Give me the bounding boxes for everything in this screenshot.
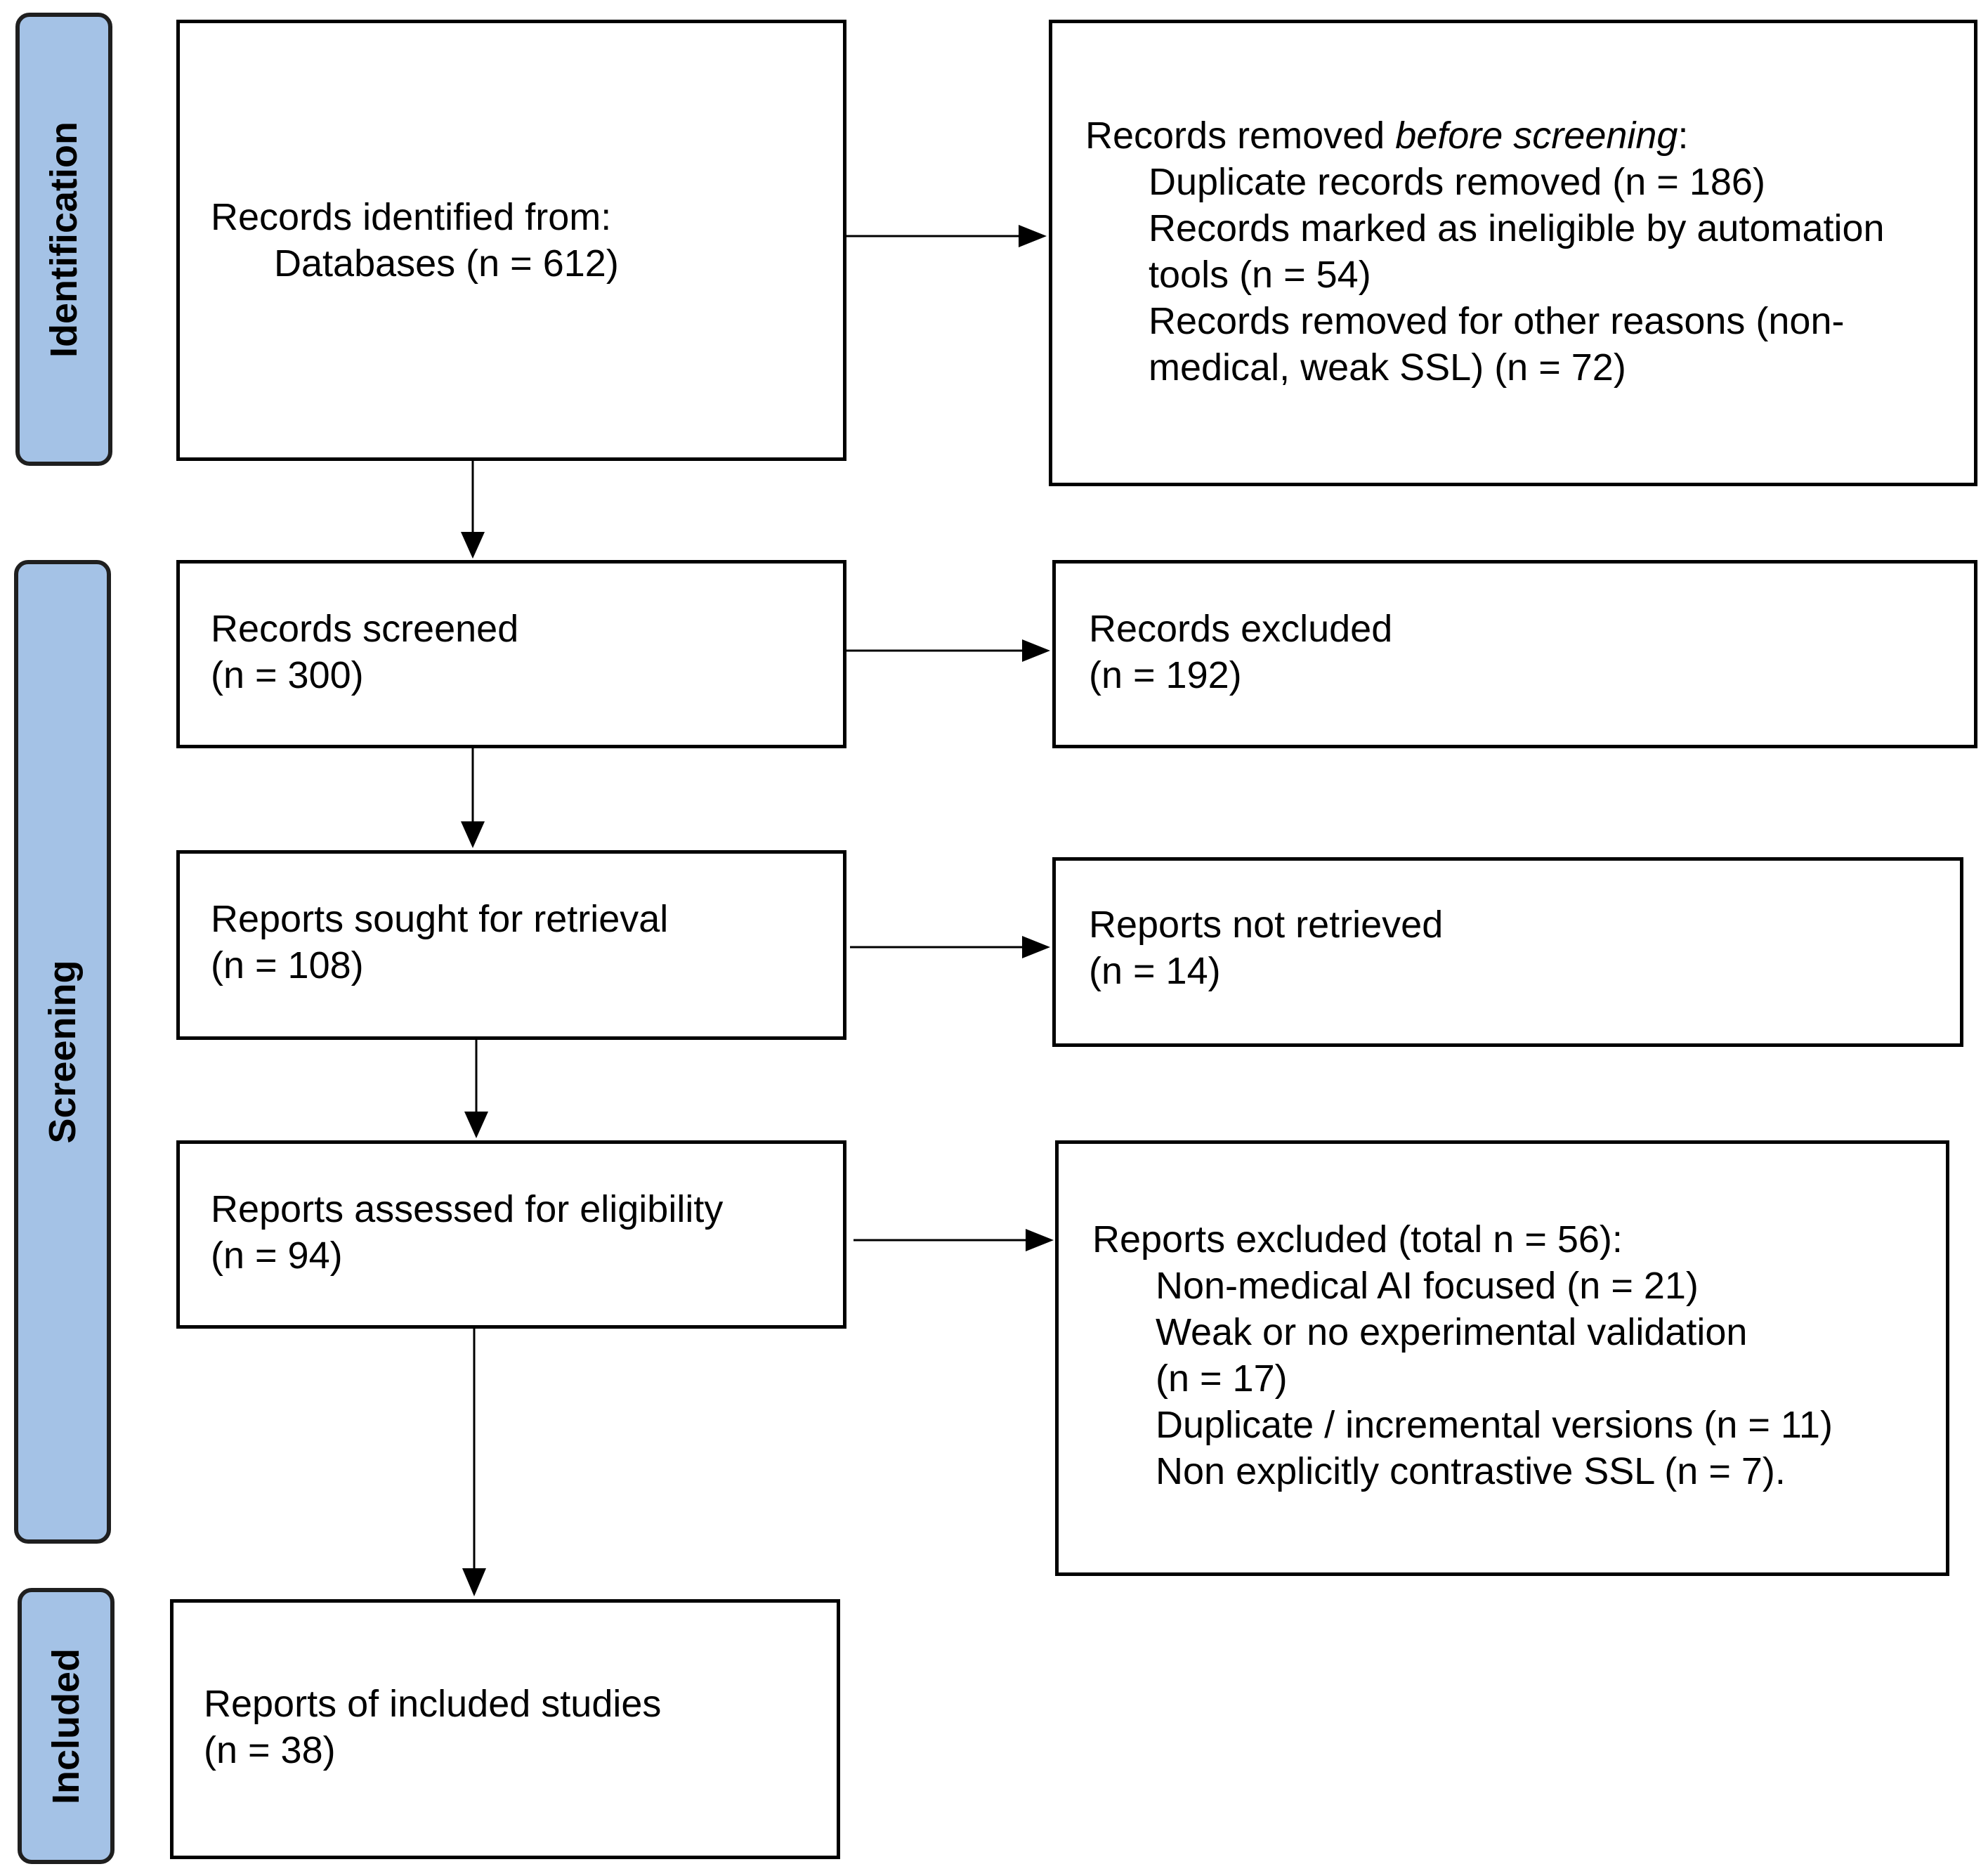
arrowhead-reports-excluded <box>1026 1229 1054 1251</box>
removed-box <box>1049 20 1977 486</box>
reports-excluded-box <box>1055 1140 1949 1576</box>
sought-text: Reports sought for retrieval (n = 108) <box>211 896 668 989</box>
assessed-box <box>176 1140 846 1329</box>
screened-count: (n = 300) <box>211 654 364 696</box>
not-retrieved-box <box>1052 857 1963 1047</box>
reports-excluded-weak-line2: (n = 17) <box>1156 1357 1288 1400</box>
identified-databases: Databases (n = 612) <box>274 242 619 285</box>
reports-excluded-text: Reports excluded (total n = 56): Non-med… <box>1092 1216 1833 1494</box>
arrowhead-not-retrieved <box>1022 936 1050 958</box>
sought-count: (n = 108) <box>211 944 364 986</box>
reports-excluded-non-medical: Non-medical AI focused (n = 21) <box>1156 1265 1699 1307</box>
arrowhead-excluded <box>1022 639 1050 662</box>
removed-text: Records removed before screening: Duplic… <box>1085 112 1885 391</box>
included-box <box>170 1599 840 1859</box>
included-label: Reports of included studies <box>204 1683 662 1725</box>
arrowhead-assessed <box>464 1112 488 1138</box>
excluded-count: (n = 192) <box>1089 654 1242 696</box>
not-retrieved-label: Reports not retrieved <box>1089 904 1444 946</box>
sought-box <box>176 850 846 1040</box>
screened-text: Records screened (n = 300) <box>211 606 518 698</box>
arrowhead-screened <box>461 532 485 559</box>
phase-screening: Screening <box>14 560 111 1544</box>
removed-heading-post: : <box>1678 115 1689 157</box>
included-count: (n = 38) <box>204 1729 336 1771</box>
reports-excluded-heading: Reports excluded (total n = 56): <box>1092 1218 1623 1261</box>
removed-automation-line1: Records marked as ineligible by automati… <box>1149 207 1885 249</box>
assessed-text: Reports assessed for eligibility (n = 94… <box>211 1186 723 1279</box>
removed-heading-emphasis: before screening <box>1395 115 1678 157</box>
sought-label: Reports sought for retrieval <box>211 898 669 940</box>
excluded-box <box>1052 560 1977 748</box>
phase-identification: Identification <box>15 13 112 466</box>
removed-heading-pre: Records removed <box>1085 115 1396 157</box>
arrowhead-sought <box>461 821 485 848</box>
not-retrieved-text: Reports not retrieved (n = 14) <box>1089 901 1443 994</box>
reports-excluded-non-contrastive: Non explicitly contrastive SSL (n = 7). <box>1156 1450 1786 1492</box>
reports-excluded-weak-line1: Weak or no experimental validation <box>1156 1311 1748 1353</box>
reports-excluded-duplicate: Duplicate / incremental versions (n = 11… <box>1156 1404 1833 1446</box>
screened-label: Records screened <box>211 608 519 650</box>
assessed-count: (n = 94) <box>211 1235 343 1277</box>
removed-heading: Records removed before screening: <box>1085 112 1885 159</box>
removed-automation-line2: tools (n = 54) <box>1149 254 1371 296</box>
included-text: Reports of included studies (n = 38) <box>204 1681 661 1773</box>
identified-heading: Records identified from: <box>211 196 612 238</box>
removed-other-line2: medical, weak SSL) (n = 72) <box>1149 346 1626 389</box>
arrowhead-included <box>462 1568 486 1596</box>
identified-text: Records identified from: Databases (n = … <box>211 194 619 287</box>
removed-other-line1: Records removed for other reasons (non- <box>1149 300 1845 342</box>
screened-box <box>176 560 846 748</box>
phase-included: Included <box>18 1588 115 1864</box>
removed-duplicates: Duplicate records removed (n = 186) <box>1149 161 1765 203</box>
not-retrieved-count: (n = 14) <box>1089 950 1221 992</box>
arrowhead-removed <box>1019 225 1047 247</box>
identified-box <box>176 20 846 461</box>
assessed-label: Reports assessed for eligibility <box>211 1188 724 1230</box>
excluded-label: Records excluded <box>1089 608 1393 650</box>
excluded-text: Records excluded (n = 192) <box>1089 606 1392 698</box>
